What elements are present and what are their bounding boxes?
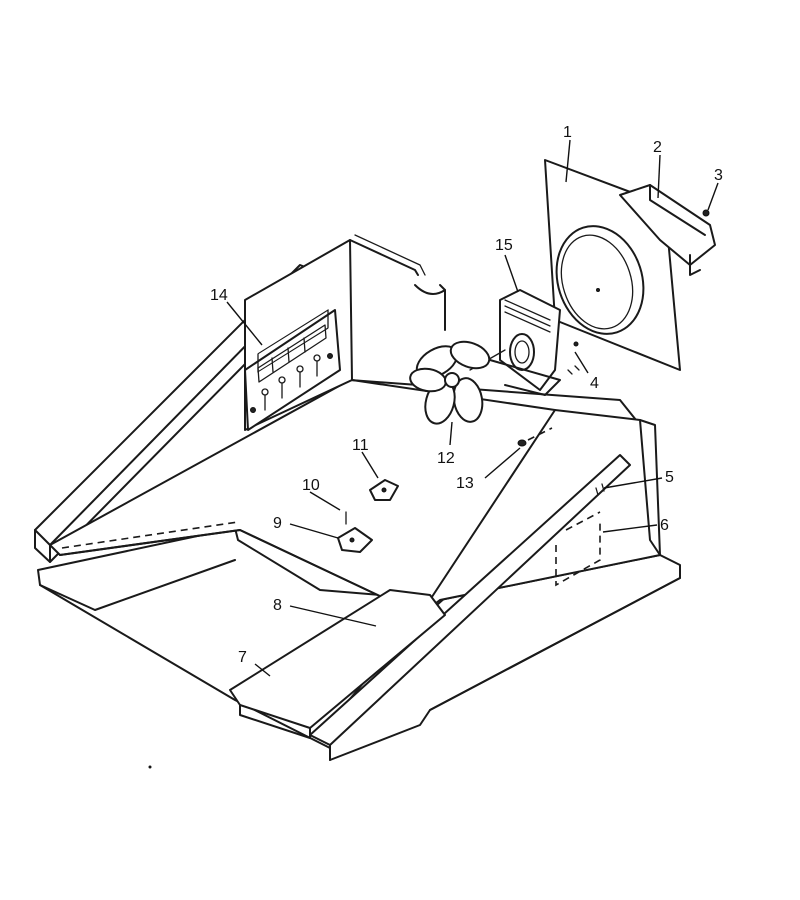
leader-lines	[226, 139, 719, 677]
control-panel	[244, 309, 341, 431]
callout-2: 2	[653, 139, 662, 156]
callout-15: 15	[495, 237, 513, 254]
right-side-housing	[309, 409, 661, 761]
callout-12: 12	[437, 450, 455, 467]
callout-14: 14	[210, 287, 228, 304]
front-cover-7	[229, 589, 446, 739]
callout-4: 4	[590, 375, 599, 392]
callout-10: 10	[302, 477, 320, 494]
callout-6: 6	[660, 517, 669, 534]
callout-1: 1	[563, 124, 572, 141]
callout-13: 13	[456, 475, 474, 492]
fan-blade	[409, 340, 491, 425]
thermostat-11	[369, 479, 399, 501]
callout-9: 9	[273, 515, 282, 532]
callout-8: 8	[273, 597, 282, 614]
fastener-13	[517, 427, 553, 447]
callout-5: 5	[665, 469, 674, 486]
speck	[148, 765, 152, 769]
callout-3: 3	[714, 167, 723, 184]
callout-11: 11	[352, 437, 369, 454]
callout-labels: 1 2 3 4 5 6 7 8 9 10 11 12 13 14 15	[210, 124, 723, 666]
motor-bracket	[619, 184, 716, 276]
thermostat-9	[337, 511, 373, 553]
callout-7: 7	[238, 649, 247, 666]
